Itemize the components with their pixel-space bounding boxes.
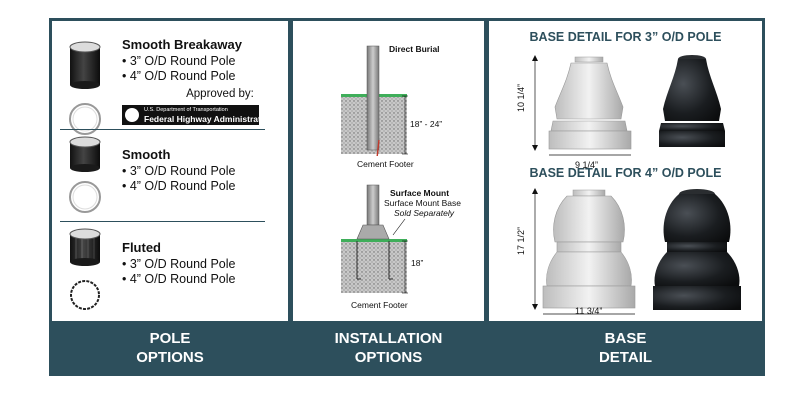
fluted-line-1: • 3” O/D Round Pole bbox=[122, 257, 236, 271]
footer-install-line-2: OPTIONS bbox=[354, 349, 423, 366]
footer-base-detail: BASE DETAIL bbox=[489, 329, 762, 367]
mount-depth-label: 18” bbox=[411, 258, 424, 268]
direct-burial-diagram bbox=[341, 45, 408, 156]
product-frame: Smooth Breakaway • 3” O/D Round Pole • 4… bbox=[49, 18, 765, 376]
smooth-breakaway-pole-icon bbox=[69, 41, 101, 135]
smooth-line-1: • 3” O/D Round Pole bbox=[122, 164, 236, 178]
smooth-pole-icon bbox=[69, 136, 101, 213]
approved-by-label: Approved by: bbox=[186, 88, 254, 100]
dot-seal-icon bbox=[125, 108, 139, 122]
smooth-title: Smooth bbox=[122, 147, 171, 162]
base-detail-panel: BASE DETAIL FOR 3” O/D POLE 10 1/4” 9 1/… bbox=[489, 21, 762, 321]
smooth-breakaway-line-2: • 4” O/D Round Pole bbox=[122, 69, 236, 83]
base-3-width-label: 9 1/4” bbox=[575, 160, 599, 170]
footer-base-line-2: DETAIL bbox=[598, 349, 653, 366]
base-3-photo bbox=[659, 55, 725, 147]
cement-footer-label-2: Cement Footer bbox=[351, 300, 408, 310]
fluted-pole-icon bbox=[69, 228, 101, 310]
base-3-drawing bbox=[532, 55, 632, 156]
installation-options-panel: Direct Burial 18” - 24” Cement Footer Su… bbox=[293, 21, 484, 321]
surface-mount-label: Surface Mount bbox=[390, 188, 450, 198]
cement-footer-label-1: Cement Footer bbox=[357, 159, 414, 169]
fhwa-logo-line-1: U.S. Department of Transportation bbox=[144, 107, 228, 113]
footer-installation-options: INSTALLATION OPTIONS bbox=[293, 329, 484, 367]
direct-burial-label: Direct Burial bbox=[389, 44, 440, 54]
base-4-drawing bbox=[532, 188, 636, 315]
surface-mount-base-label: Surface Mount Base bbox=[384, 198, 462, 208]
pole-options-panel: Smooth Breakaway • 3” O/D Round Pole • 4… bbox=[52, 21, 288, 321]
base-4-photo bbox=[653, 189, 741, 310]
base-detail-3-title: BASE DETAIL FOR 3” O/D POLE bbox=[529, 30, 722, 44]
burial-depth-label: 18” - 24” bbox=[410, 119, 443, 129]
sold-separately-label: Sold Separately bbox=[394, 208, 455, 218]
base-detail-4-title: BASE DETAIL FOR 4” O/D POLE bbox=[529, 166, 722, 180]
surface-mount-diagram bbox=[341, 184, 408, 294]
footer-pole-line-2: OPTIONS bbox=[136, 349, 204, 366]
footer-pole-options: POLE OPTIONS bbox=[52, 329, 288, 367]
fluted-line-2: • 4” O/D Round Pole bbox=[122, 272, 236, 286]
separator bbox=[60, 129, 265, 130]
smooth-breakaway-title: Smooth Breakaway bbox=[122, 37, 242, 52]
fhwa-logo: U.S. Department of Transportation Federa… bbox=[122, 105, 274, 125]
base-4-width-label: 11 3/4” bbox=[575, 306, 603, 316]
smooth-breakaway-line-1: • 3” O/D Round Pole bbox=[122, 54, 236, 68]
base-4-height-label: 17 1/2” bbox=[516, 226, 527, 256]
footer-pole-line-1: POLE bbox=[149, 330, 191, 347]
separator bbox=[60, 221, 265, 222]
footer-install-line-1: INSTALLATION bbox=[334, 330, 443, 347]
base-3-height-label: 10 1/4” bbox=[516, 83, 527, 113]
smooth-line-2: • 4” O/D Round Pole bbox=[122, 179, 236, 193]
footer-base-line-1: BASE bbox=[604, 330, 647, 347]
fhwa-logo-line-2: Federal Highway Administration bbox=[144, 114, 274, 124]
fluted-title: Fluted bbox=[122, 240, 161, 255]
